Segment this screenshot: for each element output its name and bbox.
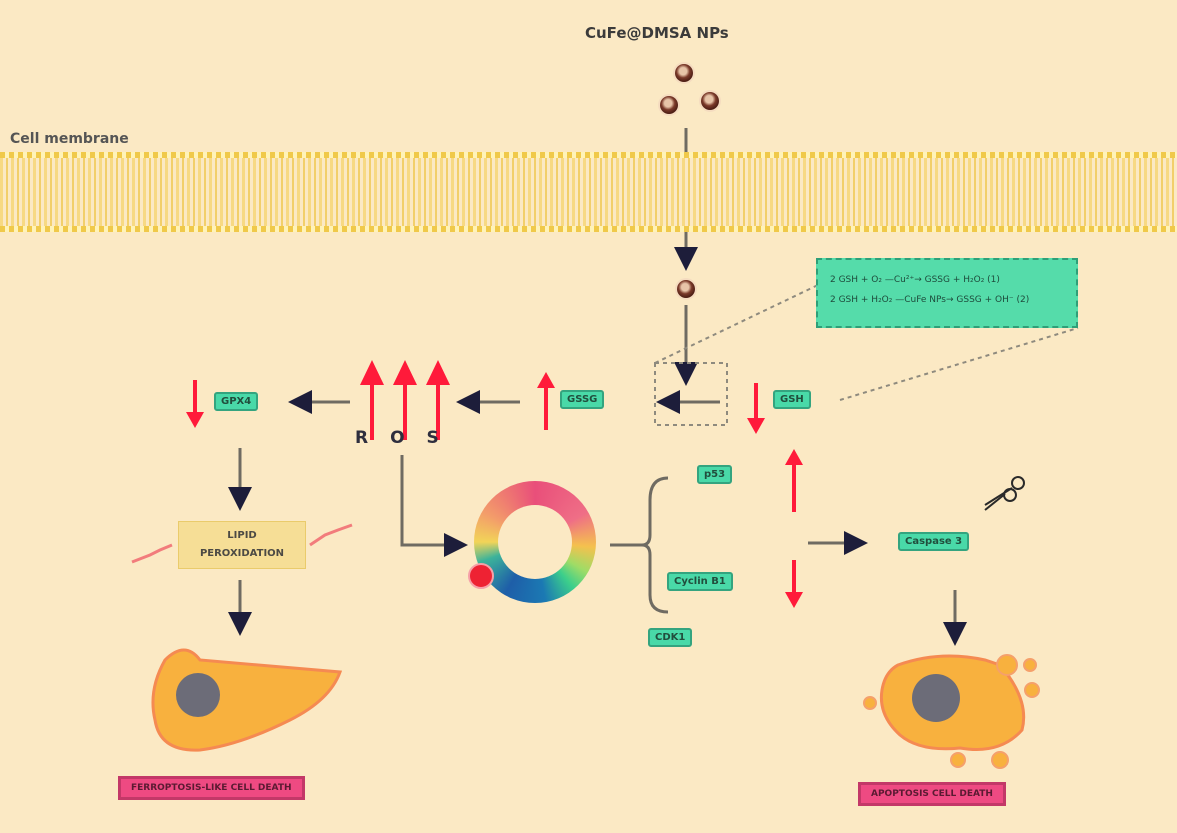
reaction-zoom-box: [654, 362, 728, 426]
cyclin-down-arrow: [785, 560, 803, 608]
gpx4-down-arrow: [186, 380, 204, 428]
cell-membrane: [0, 152, 1177, 232]
reaction-equation-1: 2 GSH + O₂ —Cu²⁺→ GSSG + H₂O₂ (1): [830, 275, 1000, 285]
reaction-equations-box: 2 GSH + O₂ —Cu²⁺→ GSSG + H₂O₂ (1) 2 GSH …: [816, 258, 1078, 328]
lipid-peroxidation-box: LIPID PEROXIDATION: [178, 521, 306, 569]
reaction-equation-2: 2 GSH + H₂O₂ —CuFe NPs→ GSSG + OH⁻ (2): [830, 295, 1030, 305]
gssg-tag: GSSG: [560, 390, 605, 409]
gssg-up-arrow: [537, 372, 555, 430]
cdk1-tag: CDK1: [648, 628, 693, 647]
lipid-chain-left: [131, 543, 173, 564]
caspase-3-tag: Caspase 3: [898, 532, 970, 551]
cyclin-b1-tag: Cyclin B1: [667, 572, 733, 591]
apoptotic-bodies: [863, 654, 1040, 769]
nanoparticle-icon: [701, 92, 719, 110]
ros-up-arrows: [360, 360, 450, 440]
nanoparticle-title: CuFe@DMSA NPs: [585, 24, 729, 42]
gsh-tag: GSH: [773, 390, 811, 409]
cell-cycle-center: [498, 505, 572, 579]
internalized-nanoparticle-icon: [677, 280, 695, 298]
scissors-icon: [984, 476, 1025, 511]
apoptotic-nucleus: [912, 674, 960, 722]
ferroptosis-label: FERROPTOSIS-LIKE CELL DEATH: [118, 776, 305, 800]
g2m-arrest-marker: [468, 563, 494, 589]
lipid-line-2: PEROXIDATION: [199, 548, 285, 559]
ferroptotic-nucleus: [176, 673, 220, 717]
brace: [641, 476, 669, 614]
lipid-line-1: LIPID: [227, 530, 257, 541]
lipid-chain-right: [309, 523, 353, 547]
ros-to-cycle-arrow: [400, 455, 468, 557]
nanoparticle-icon: [660, 96, 678, 114]
p53-tag: p53: [697, 465, 733, 484]
cell-cycle-ring: [468, 481, 596, 603]
nanoparticle-icon: [675, 64, 693, 82]
apoptosis-label: APOPTOSIS CELL DEATH: [858, 782, 1006, 806]
gsh-down-arrow: [747, 383, 765, 434]
ros-label: ROS: [355, 428, 461, 448]
gpx4-tag: GPX4: [214, 392, 259, 411]
p53-up-arrow: [785, 449, 803, 512]
membrane-label: Cell membrane: [10, 131, 129, 147]
